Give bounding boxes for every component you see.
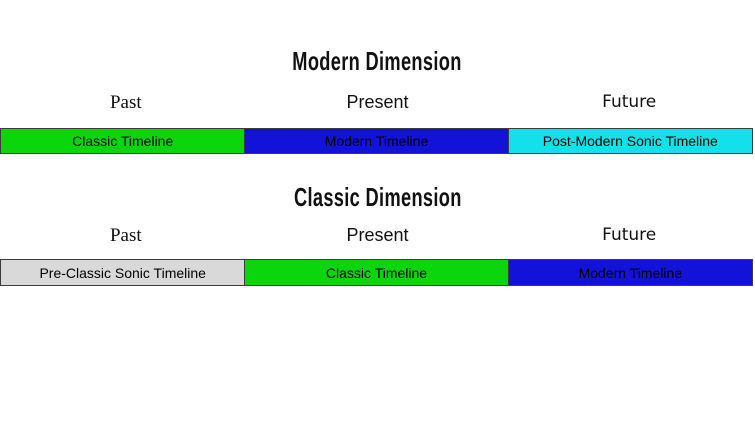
modern-dimension-timeline-bar: Classic Timeline Modern Timeline Post-Mo… bbox=[0, 128, 755, 154]
classic-dimension-time-labels: Past Present Future bbox=[0, 225, 755, 247]
classic-present-label: Present bbox=[346, 225, 409, 245]
timeline-segment-pre-classic-sonic: Pre-Classic Sonic Timeline bbox=[0, 259, 246, 286]
timeline-segment-classic: Classic Timeline bbox=[244, 259, 509, 286]
modern-dimension-time-labels: Past Present Future bbox=[0, 92, 755, 114]
timeline-segment-modern: Modern Timeline bbox=[244, 128, 509, 154]
classic-dimension-section-title-row: Classic Dimension bbox=[0, 183, 755, 211]
modern-past-label: Past bbox=[109, 92, 142, 113]
timeline-segment-classic: Classic Timeline bbox=[0, 128, 246, 154]
classic-dimension-title: Classic Dimension bbox=[293, 182, 462, 212]
modern-present-label: Present bbox=[346, 92, 409, 112]
modern-dimension-section-title-row: Modern Dimension bbox=[0, 47, 755, 75]
timeline-segment-modern: Modern Timeline bbox=[507, 259, 753, 286]
modern-future-label: Future bbox=[602, 92, 657, 112]
classic-future-label: Future bbox=[602, 225, 657, 245]
classic-dimension-timeline-bar: Pre-Classic Sonic Timeline Classic Timel… bbox=[0, 259, 755, 286]
classic-past-label: Past bbox=[109, 225, 142, 246]
modern-dimension-title: Modern Dimension bbox=[292, 46, 463, 76]
timeline-segment-post-modern-sonic: Post-Modern Sonic Timeline bbox=[507, 128, 753, 154]
